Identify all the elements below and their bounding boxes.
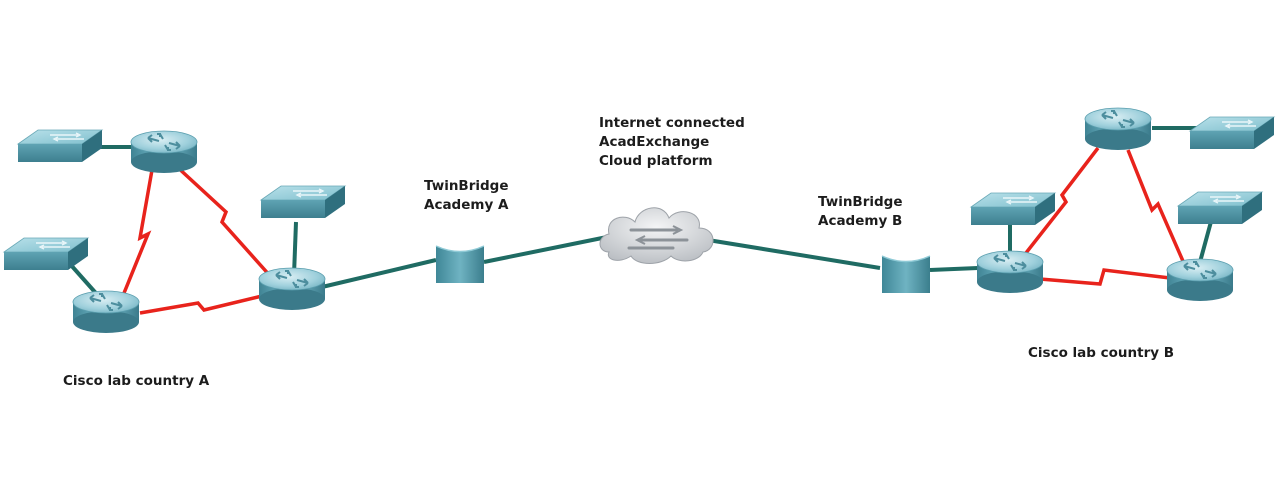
bridge-a-label-line: Academy A <box>424 197 509 213</box>
bridge-b-label-line: TwinBridge <box>818 194 903 210</box>
bridge-a-label-line: TwinBridge <box>424 178 509 194</box>
bridge-a-label: TwinBridge Academy A <box>424 177 509 215</box>
site-a-devices <box>3 129 485 334</box>
bridge-b-label: TwinBridge Academy B <box>818 193 903 231</box>
switch-icon <box>3 237 89 271</box>
bridge-device-icon <box>881 255 931 294</box>
wan-link-a <box>321 258 437 289</box>
serial-link <box>1126 149 1188 269</box>
router-icon <box>1084 107 1152 151</box>
router-icon <box>72 290 140 334</box>
site-b-devices <box>881 107 1275 302</box>
serial-link <box>1020 146 1100 260</box>
wan-link-a-cloud <box>483 234 613 264</box>
site-b-label: Cisco lab country B <box>1028 345 1175 361</box>
serial-link <box>120 169 154 299</box>
router-icon <box>1166 258 1234 302</box>
switch-icon <box>260 185 346 219</box>
switch-icon <box>17 129 103 163</box>
cloud-label-line: Cloud platform <box>599 153 713 169</box>
serial-link <box>173 163 274 280</box>
switch-icon <box>1177 191 1263 225</box>
ethernet-link <box>292 221 298 276</box>
serial-link <box>139 294 263 315</box>
cloud-label: Internet connected AcadExchange Cloud pl… <box>599 114 745 171</box>
bridge-b-label-line: Academy B <box>818 213 903 229</box>
site-a-label: Cisco lab country A <box>63 373 210 389</box>
wan-link-b <box>929 266 979 272</box>
router-icon <box>130 130 198 174</box>
switch-icon <box>1189 116 1275 150</box>
wan-link-b-cloud <box>707 238 881 270</box>
router-icon <box>258 267 326 311</box>
router-icon <box>976 250 1044 294</box>
cloud-icon <box>599 207 714 264</box>
serial-link <box>1039 268 1171 286</box>
ethernet-link <box>1198 217 1214 263</box>
site-b-links <box>707 126 1214 286</box>
switch-icon <box>970 192 1056 226</box>
cloud-label-line: AcadExchange <box>599 134 710 150</box>
bridge-device-icon <box>435 245 485 284</box>
site-a-links <box>68 145 613 315</box>
cloud-label-line: Internet connected <box>599 115 745 131</box>
